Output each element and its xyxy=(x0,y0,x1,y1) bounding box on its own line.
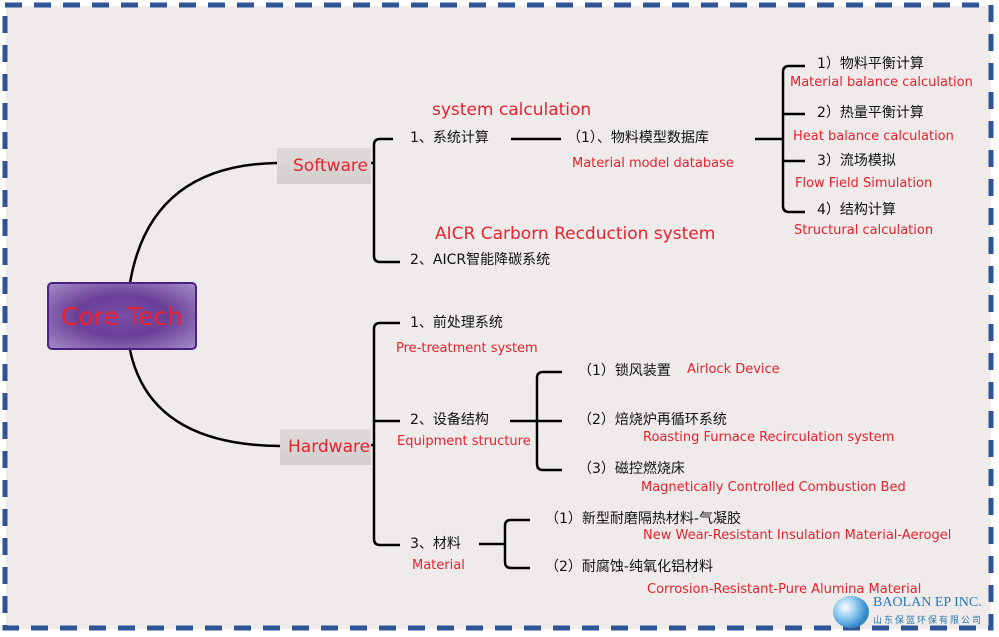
software-item-1-cn[interactable]: 1、系统计算 xyxy=(410,130,489,146)
db-child-3-en: Flow Field Simulation xyxy=(795,176,933,191)
equipment-child-3-cn[interactable]: （3）磁控燃烧床 xyxy=(578,461,685,477)
equipment-child-1-en: Airlock Device xyxy=(687,362,780,377)
material-db-cn[interactable]: （1）、物料模型数据库 xyxy=(567,130,709,146)
material-child-2-cn[interactable]: （2）耐腐蚀-纯氧化铝材料 xyxy=(545,559,713,575)
db-child-2-en: Heat balance calculation xyxy=(793,129,954,144)
hardware-item-2-en: Equipment structure xyxy=(397,434,531,449)
bracket-software xyxy=(372,137,400,264)
connector-root-hardware xyxy=(128,349,281,448)
globe-landscape-icon xyxy=(833,596,869,628)
hardware-item-2-cn[interactable]: 2、设备结构 xyxy=(410,412,489,428)
hardware-item-3-en: Material xyxy=(412,558,465,573)
bracket-hardware xyxy=(372,321,400,547)
software-item-2-cn[interactable]: 2、AICR智能降碳系统 xyxy=(410,252,551,268)
company-logo: BAOLAN EP INC. 山东保蓝环保有限公司 xyxy=(833,594,993,630)
logo-subtitle: 山东保蓝环保有限公司 xyxy=(873,616,984,626)
material-child-2-en: Corrosion-Resistant-Pure Alumina Materia… xyxy=(647,582,922,597)
db-child-1-cn[interactable]: 1）物料平衡计算 xyxy=(817,56,924,72)
material-child-1-cn[interactable]: （1）新型耐磨隔热材料-气凝胶 xyxy=(545,511,741,527)
bracket-equipment xyxy=(535,370,562,472)
equipment-child-2-en: Roasting Furnace Recirculation system xyxy=(643,430,895,445)
material-child-1-en: New Wear-Resistant Insulation Material-A… xyxy=(643,528,952,543)
db-child-2-cn[interactable]: 2）热量平衡计算 xyxy=(817,105,924,121)
db-child-1-en: Material balance calculation xyxy=(790,75,973,90)
branch-hardware[interactable]: Hardware xyxy=(280,429,371,465)
hardware-item-3-cn[interactable]: 3、材料 xyxy=(410,536,461,552)
connector-root-software xyxy=(128,161,278,284)
branch-software-label: Software xyxy=(293,156,368,176)
equipment-child-2-cn[interactable]: （2）焙烧炉再循环系统 xyxy=(578,412,727,428)
software-item-1-en: system calculation xyxy=(432,100,592,120)
logo-name: BAOLAN EP INC. xyxy=(873,595,982,610)
root-node[interactable]: Core Tech xyxy=(47,282,197,350)
branch-hardware-label: Hardware xyxy=(288,437,371,457)
db-child-4-cn[interactable]: 4）结构计算 xyxy=(817,202,896,218)
software-item-2-en: AICR Carborn Recduction system xyxy=(435,224,716,244)
equipment-child-1-cn[interactable]: （1）锁风装置 xyxy=(578,363,671,379)
db-child-4-en: Structural calculation xyxy=(794,223,934,238)
equipment-child-3-en: Magnetically Controlled Combustion Bed xyxy=(641,480,906,495)
bracket-material-db xyxy=(781,64,805,214)
material-db-en: Material model database xyxy=(572,156,734,171)
branch-software[interactable]: Software xyxy=(277,148,371,184)
db-child-3-cn[interactable]: 3）流场模拟 xyxy=(817,153,896,169)
hardware-item-1-en: Pre-treatment system xyxy=(396,341,538,356)
bracket-material xyxy=(503,518,530,570)
hardware-item-1-cn[interactable]: 1、前处理系统 xyxy=(410,315,503,331)
root-label: Core Tech xyxy=(61,301,183,331)
